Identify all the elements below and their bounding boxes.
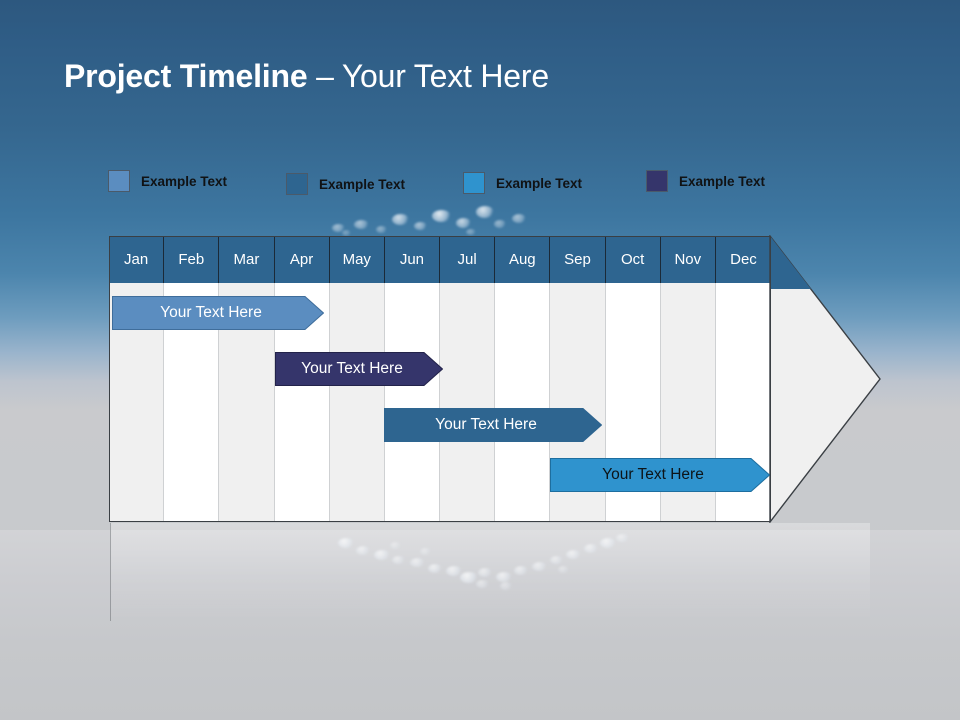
month-header-jul: Jul xyxy=(440,236,496,283)
page-title-rest: – Your Text Here xyxy=(307,58,549,94)
month-header-mar: Mar xyxy=(219,236,275,283)
legend-swatch-4 xyxy=(646,170,668,192)
legend-item-2: Example Text xyxy=(286,173,405,195)
slide-background-lower xyxy=(0,530,960,720)
month-header-may: May xyxy=(329,236,385,283)
task-bar-shape-4 xyxy=(550,458,770,492)
month-header-sep: Sep xyxy=(550,236,606,283)
month-cell-aug xyxy=(495,283,551,522)
legend-swatch-2 xyxy=(286,173,308,195)
timeline-arrow-head xyxy=(769,235,883,523)
task-bar-label-1: Your Text Here xyxy=(160,304,262,321)
timeline-column-jan: Jan xyxy=(109,236,165,522)
month-cell-jul xyxy=(440,283,496,522)
month-header-jun: Jun xyxy=(384,236,441,283)
month-header-feb: Feb xyxy=(164,236,220,283)
month-cell-may xyxy=(329,283,385,522)
task-bar-label-4: Your Text Here xyxy=(602,466,704,483)
month-cell-jun xyxy=(384,283,441,522)
task-bar-label-2: Your Text Here xyxy=(301,360,403,377)
timeline-column-jun: Jun xyxy=(384,236,441,522)
page-title: Project Timeline – Your Text Here xyxy=(64,58,549,95)
legend-swatch-3 xyxy=(463,172,485,194)
month-header-dec: Dec xyxy=(715,236,772,283)
task-bar-4[interactable]: Your Text Here xyxy=(550,458,770,492)
legend-label-2: Example Text xyxy=(319,176,406,192)
legend: Example Text Example Text Example Text Exam… xyxy=(108,168,828,198)
legend-label-4: Example Text xyxy=(679,173,766,189)
month-header-nov: Nov xyxy=(660,236,716,283)
task-bar-shape-2 xyxy=(275,352,443,386)
timeline-column-feb: Feb xyxy=(164,236,220,522)
month-header-oct: Oct xyxy=(605,236,661,283)
task-bar-label-3: Your Text Here xyxy=(435,416,537,433)
legend-label-3: Example Text xyxy=(496,175,583,191)
month-header-aug: Aug xyxy=(495,236,551,283)
timeline-column-aug: Aug xyxy=(495,236,551,522)
timeline-column-jul: Jul xyxy=(440,236,496,522)
task-bar-1[interactable]: Your Text Here xyxy=(112,296,324,330)
legend-item-4: Example Text xyxy=(646,170,765,192)
legend-label-1: Example Text xyxy=(141,173,228,189)
timeline-column-may: May xyxy=(329,236,385,522)
legend-swatch-1 xyxy=(108,170,130,192)
legend-item-3: Example Text xyxy=(463,172,582,194)
legend-item-1: Example Text xyxy=(108,170,227,192)
page-title-bold: Project Timeline xyxy=(64,58,308,94)
task-bar-2[interactable]: Your Text Here xyxy=(275,352,443,386)
task-bar-3[interactable]: Your Text Here xyxy=(384,408,602,442)
task-bar-shape-1 xyxy=(112,296,324,330)
month-header-jan: Jan xyxy=(109,236,165,283)
timeline-column-mar: Mar xyxy=(219,236,275,522)
task-bar-shape-3 xyxy=(384,408,602,442)
month-header-apr: Apr xyxy=(274,236,330,283)
